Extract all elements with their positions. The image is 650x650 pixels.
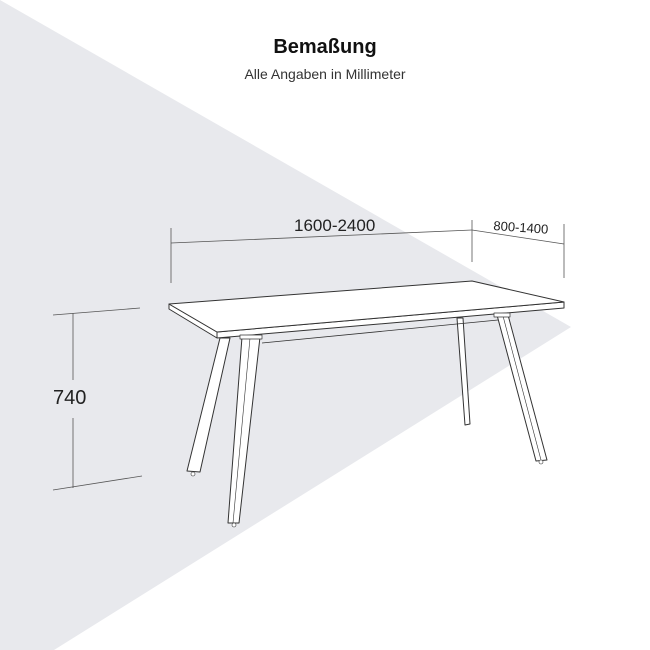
table-leg-back-right	[456, 317, 471, 426]
table-leg-back-left	[186, 337, 231, 473]
height-label: 740	[53, 387, 87, 409]
page-title: Bemaßung	[273, 36, 377, 58]
depth-dimension-line	[471, 229, 565, 245]
page-subtitle: Alle Angaben in Millimeter	[244, 66, 406, 82]
tabletop-surface	[168, 280, 565, 333]
length-label: 1600-2400	[294, 216, 376, 235]
length-dimension-line	[170, 229, 473, 244]
dimension-lines	[52, 220, 565, 491]
table	[168, 280, 565, 528]
